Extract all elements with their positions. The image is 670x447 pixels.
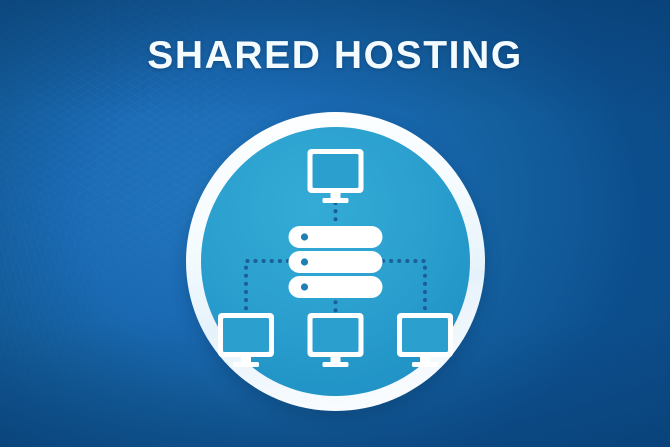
shared-server-icon xyxy=(288,226,383,298)
client-monitor-3-icon xyxy=(397,313,453,367)
client-monitor-1-icon xyxy=(218,313,274,367)
connector-server-to-client-1 xyxy=(244,259,290,315)
server-unit-3 xyxy=(288,276,383,298)
server-unit-2 xyxy=(288,251,383,273)
shared-hosting-badge xyxy=(186,112,485,411)
server-unit-1 xyxy=(288,226,383,248)
page-title: SHARED HOSTING xyxy=(147,34,523,77)
client-monitor-2-icon xyxy=(307,313,364,367)
connector-server-to-client-3 xyxy=(381,259,427,315)
network-diagram xyxy=(201,127,470,396)
background-architecture-pattern-secondary xyxy=(0,150,190,447)
admin-monitor-icon xyxy=(307,149,364,203)
